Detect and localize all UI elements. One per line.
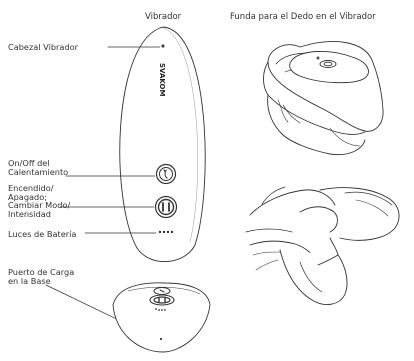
label-power-mode: Encendido/ Apagado; Cambiar Modo/ Intens… [8, 184, 70, 218]
heating-button[interactable] [155, 163, 177, 185]
label-charge-line2: en la Base [8, 275, 51, 286]
battery-lights [158, 230, 174, 234]
base-power-button [149, 294, 175, 306]
base-heating-button [153, 287, 171, 295]
power-mode-button[interactable] [154, 195, 178, 219]
leader-lines [45, 46, 161, 340]
label-heating-toggle: On/Off del Calentamiento [8, 159, 68, 176]
vibrator-body [119, 26, 206, 262]
label-heating-line2: Calentamiento [8, 166, 69, 177]
label-power-line2: Apagado; [8, 191, 47, 202]
finger-sleeve-header: Funda para el Dedo en el Vibrador [230, 12, 376, 22]
label-battery-lights: Luces de Batería [8, 229, 77, 239]
vibrator-base [112, 282, 211, 353]
label-power-line3: Cambiar Modo/ [8, 200, 71, 211]
brand-logo: SVAKOM [158, 63, 166, 96]
vibrating-head-dot [161, 44, 165, 48]
label-charge-line1: Puerto de Carga [8, 267, 75, 277]
charging-port [159, 337, 163, 341]
label-charging-port: Puerto de Carga en la Base [8, 268, 74, 285]
base-battery-dots [155, 308, 166, 311]
finger-sleeve-with-vibrator [263, 41, 384, 156]
vibrator-header: Vibrador [145, 12, 182, 22]
label-power-line4: Intensidad [8, 208, 51, 219]
label-heating-line1: On/Off del [8, 158, 50, 168]
label-vibrating-head: Cabezal Vibrador [8, 42, 79, 52]
label-power-line1: Encendido/ [8, 183, 54, 193]
hand-with-sleeve [245, 186, 400, 305]
